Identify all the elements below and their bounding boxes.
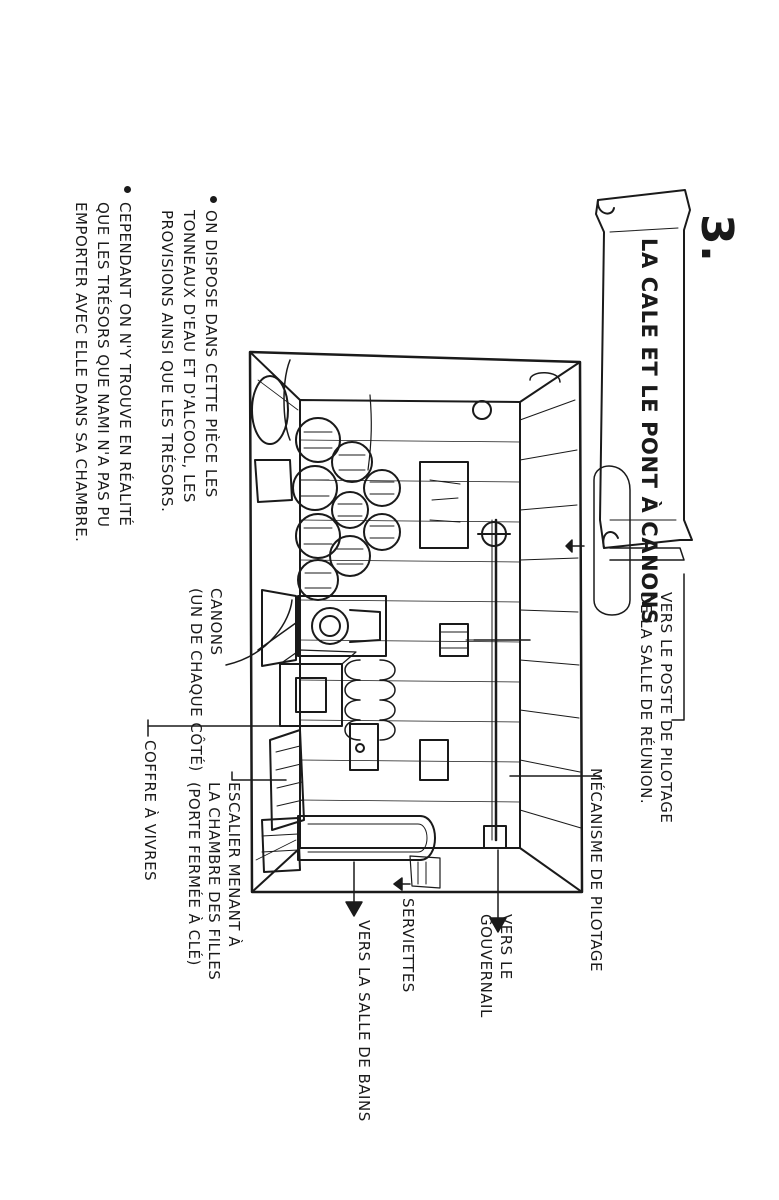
label-salle-bains: VERS LA SALLE DE BAINS — [354, 920, 374, 1122]
label-coffre: COFFRE À VIVRES — [140, 740, 160, 881]
wall-map — [420, 462, 468, 548]
label-mecanisme: MÉCANISME DE PILOTAGE — [586, 768, 606, 972]
label-poste-pilotage: VERS LE POSTE DE PILOTAGE DE LA SALLE DE… — [636, 592, 676, 823]
porthole — [473, 401, 491, 419]
note-2: CEPENDANT ON N'Y TROUVE EN RÉALITÉ QUE L… — [70, 202, 136, 542]
label-serviettes: SERVIETTES — [398, 898, 418, 993]
barrels — [252, 376, 400, 600]
note-bullet — [124, 186, 131, 193]
note-bullet — [210, 196, 217, 203]
section-number: 3. — [692, 214, 740, 262]
small-cabinet — [420, 740, 448, 780]
label-canons: CANONS (UN DE CHAQUE CÔTÉ) — [186, 588, 226, 772]
note-1: ON DISPOSE DANS CETTE PIÈCE LES TONNEAUX… — [156, 210, 222, 512]
food-chest — [280, 650, 378, 770]
page-title: LA CALE ET LE PONT À CANONS — [636, 238, 662, 625]
steering-mechanism — [478, 520, 510, 848]
room-outline — [250, 352, 582, 892]
bathroom-door — [298, 816, 435, 860]
crate — [262, 818, 300, 872]
label-escalier: ESCALIER MENANT À LA CHAMBRE DES FILLES … — [184, 782, 244, 980]
label-gouvernail: VERS LE GOUVERNAIL — [476, 914, 516, 1018]
